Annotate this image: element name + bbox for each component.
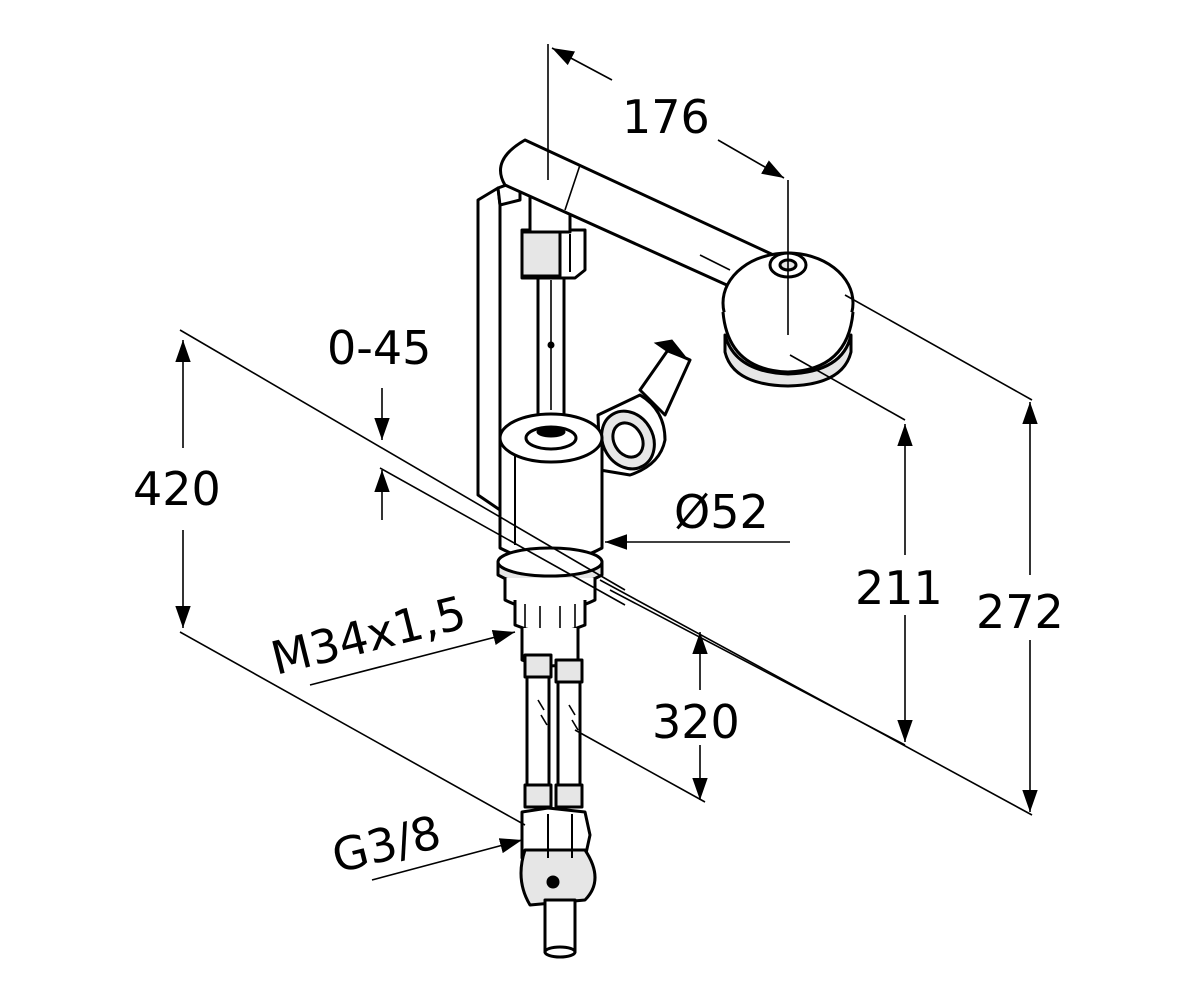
body-diameter-label: Ø52 xyxy=(674,485,769,539)
outlet-height-label: 211 xyxy=(855,561,943,615)
bottom-pipe xyxy=(543,898,577,954)
faucet-illustration xyxy=(476,138,855,959)
reach-label: 176 xyxy=(622,90,710,144)
total-height-label: 420 xyxy=(133,462,221,516)
connection-label: G3/8 xyxy=(327,805,446,884)
back-plate xyxy=(476,186,502,512)
head-height-label: 272 xyxy=(976,585,1064,639)
swivel-label: 0-45 xyxy=(327,321,431,375)
faucet-body xyxy=(498,412,604,563)
dimension-lines xyxy=(175,44,1038,881)
shank-length-label: 320 xyxy=(652,695,740,749)
lever-handle xyxy=(596,339,692,477)
supply-hoses xyxy=(523,653,584,809)
connection-nuts xyxy=(519,806,597,907)
base-rings xyxy=(496,546,604,634)
